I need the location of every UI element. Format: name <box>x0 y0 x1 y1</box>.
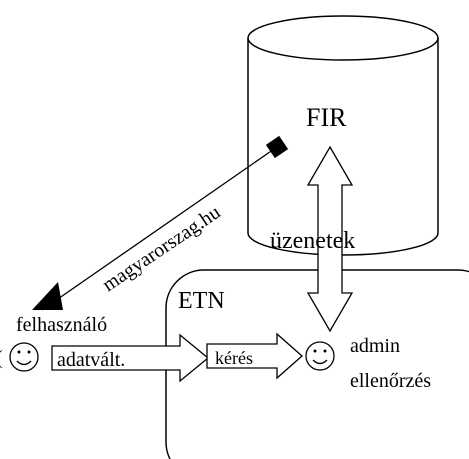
triangle-endpoint-icon <box>32 282 63 310</box>
fir-database <box>247 15 439 256</box>
link-label: magyarorszag.hu <box>98 201 224 296</box>
messages-label: üzenetek <box>270 228 355 254</box>
magyarorszag-link <box>32 135 289 311</box>
data-change-label: adatvált. <box>57 349 125 371</box>
fir-label: FIR <box>306 103 347 132</box>
admin-smiley-icon <box>305 341 335 371</box>
data-change-arrow <box>51 333 210 383</box>
user-edge-marker: ( <box>0 347 3 369</box>
admin-label-line1: admin <box>350 335 400 357</box>
user-smiley-icon <box>9 342 39 372</box>
etn-label: ETN <box>178 288 225 314</box>
messages-double-arrow <box>306 145 354 333</box>
admin-label-line2: ellenőrzés <box>350 370 431 392</box>
user-label: felhasználó <box>16 314 107 336</box>
request-arrow <box>206 332 303 380</box>
request-label: kérés <box>215 348 253 368</box>
square-endpoint-icon <box>265 135 289 159</box>
